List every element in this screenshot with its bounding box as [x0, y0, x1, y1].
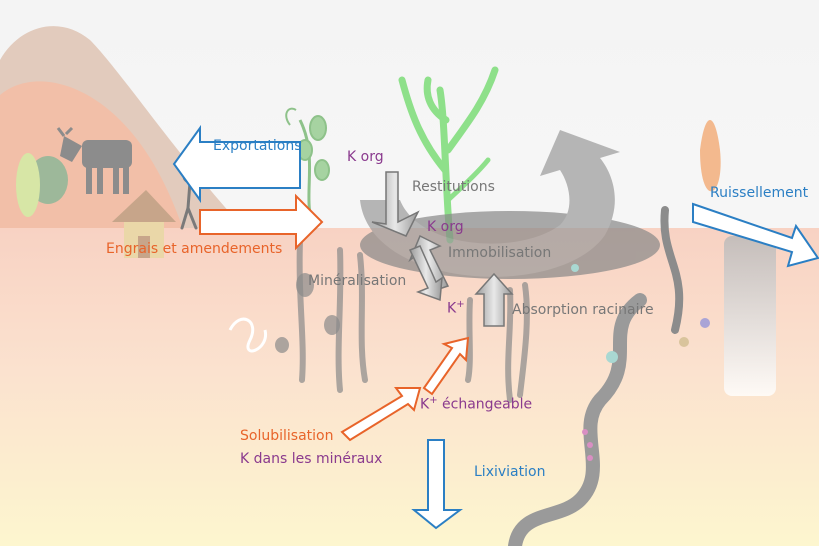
- mineralisation-arrow: [408, 245, 443, 302]
- solubilisation-arrow: [340, 387, 422, 442]
- absorption-label: Absorption racinaire: [512, 302, 654, 318]
- soil-column: [724, 236, 776, 396]
- k-plus-label: K+: [447, 300, 465, 316]
- exportations-label: Exportations: [213, 138, 302, 154]
- lixiviation-label: Lixiviation: [474, 464, 546, 480]
- engrais-arrow: [199, 193, 324, 251]
- lixiviation-arrow: [411, 439, 463, 530]
- k-org-mid-label: K org: [427, 219, 464, 235]
- k-plus-base: K: [447, 300, 457, 317]
- immobilisation-label: Immobilisation: [448, 245, 552, 261]
- exportations-arrow: [172, 124, 301, 204]
- k-plus-sup: +: [456, 299, 465, 310]
- solubilisation-label: Solubilisation: [240, 428, 334, 444]
- k-echangeable-rest: échangeable: [437, 396, 533, 413]
- climbing-plant-icon: [285, 107, 330, 231]
- tree-crown-light: [16, 153, 40, 217]
- k-mineraux-label: K dans les minéraux: [240, 451, 383, 467]
- cow-icon: [56, 126, 132, 194]
- k-org-top-label: K org: [347, 149, 384, 165]
- k-echangeable-sup: +: [429, 395, 438, 406]
- ruissellement-arrow: [692, 202, 819, 268]
- absorption-arrow: [474, 272, 514, 327]
- earthworm-icon: [508, 293, 647, 546]
- k-echangeable-base: K: [420, 396, 430, 413]
- restitutions-label: Restitutions: [412, 179, 495, 195]
- mineralisation-label: Minéralisation: [308, 273, 407, 289]
- engrais-label: Engrais et amendements: [106, 241, 283, 257]
- restitutions-arrow: [371, 171, 420, 237]
- tree-right-icon: [660, 206, 684, 334]
- soil-particles: [571, 264, 710, 363]
- k-echangeable-label: K+ échangeable: [420, 396, 532, 412]
- ruissellement-label: Ruissellement: [710, 185, 809, 201]
- mycorrhiza: [228, 317, 267, 353]
- hut-roof-icon: [112, 190, 176, 222]
- echangeable-to-k-arrow: [422, 336, 470, 396]
